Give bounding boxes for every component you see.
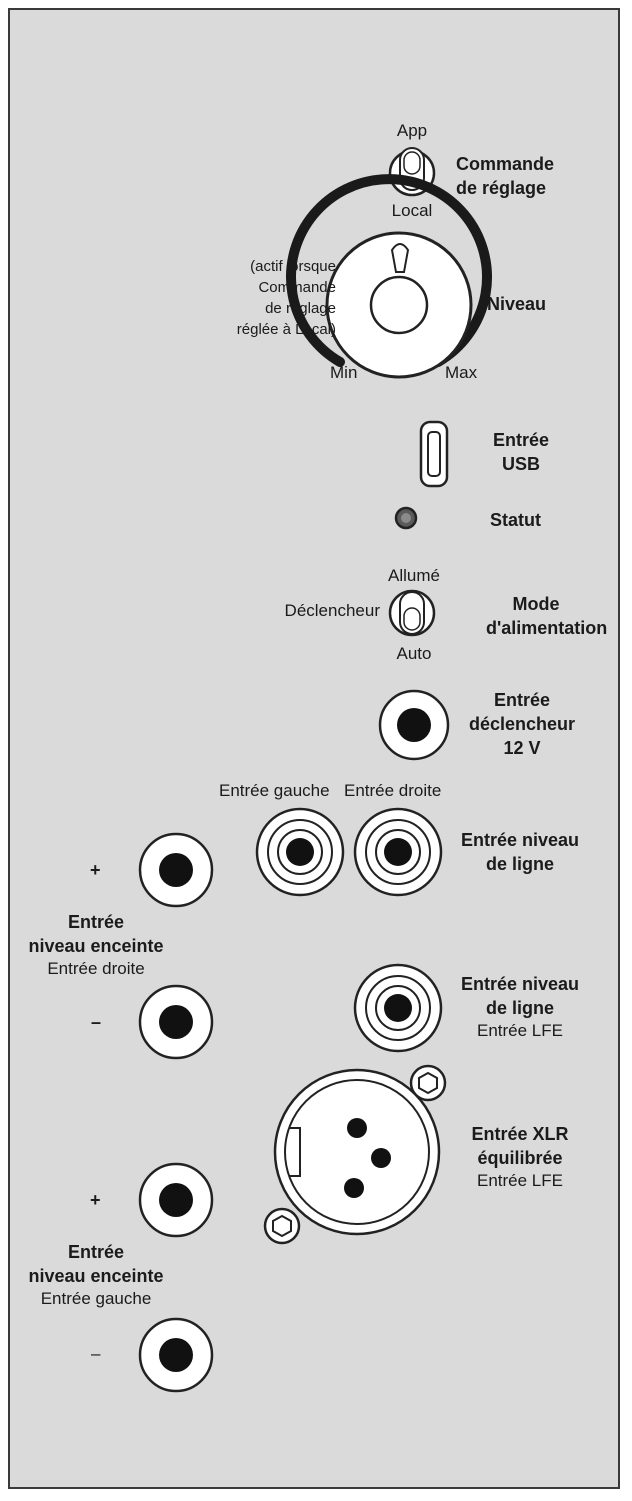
speaker-left-minus-label: –: [91, 1344, 101, 1363]
speaker-right-plus-terminal[interactable]: [138, 832, 214, 908]
line-in-right-label: Entrée droite: [344, 781, 442, 800]
xlr-label: Entrée XLR équilibrée Entrée LFE: [471, 1124, 569, 1190]
speaker-left-plus-terminal[interactable]: [138, 1162, 214, 1238]
speaker-right-label: Entrée niveau enceinte Entrée droite: [28, 912, 164, 978]
line-in-left-label: Entrée gauche: [219, 781, 330, 800]
speaker-right-minus-label: –: [91, 1012, 102, 1032]
lfe-line-label: Entrée niveau de ligne Entrée LFE: [460, 974, 580, 1040]
power-mode-switch[interactable]: [388, 589, 436, 637]
trigger-12v-jack[interactable]: [378, 689, 450, 761]
level-label: Niveau: [487, 294, 547, 314]
usb-port[interactable]: [419, 420, 449, 488]
status-label: Statut: [490, 510, 541, 530]
speaker-right-minus-terminal[interactable]: [138, 984, 214, 1060]
xlr-screw-bottom-icon: [263, 1207, 301, 1245]
rca-lfe-jack[interactable]: [353, 963, 443, 1053]
speaker-left-plus-label: +: [90, 1190, 101, 1210]
power-mode-trigger-label: Déclencheur: [284, 601, 380, 620]
power-mode-on-label: Allumé: [388, 566, 440, 585]
control-mode-label: Commande de réglage: [456, 154, 555, 198]
power-mode-label: Mode d'alimentation: [486, 594, 608, 638]
power-mode-auto-label: Auto: [396, 644, 432, 663]
rear-panel: [8, 8, 620, 1489]
usb-label: Entrée USB: [492, 430, 550, 474]
control-mode-app-label: App: [396, 121, 428, 140]
control-mode-local-label: Local: [391, 201, 433, 220]
speaker-left-minus-terminal[interactable]: [138, 1317, 214, 1393]
level-note: (actif lorsque Commande de réglage réglé…: [236, 258, 336, 338]
speaker-right-plus-label: +: [90, 860, 101, 880]
rca-line-left-jack[interactable]: [255, 807, 345, 897]
xlr-screw-top-icon: [409, 1064, 447, 1102]
trigger-12v-label: Entrée déclencheur 12 V: [468, 690, 576, 758]
level-max-label: Max: [445, 363, 478, 382]
rca-line-right-jack[interactable]: [353, 807, 443, 897]
xlr-balanced-connector[interactable]: [273, 1068, 441, 1236]
status-led: [394, 506, 418, 530]
line-in-label: Entrée niveau de ligne: [460, 830, 580, 874]
level-knob[interactable]: [286, 174, 492, 379]
speaker-left-label: Entrée niveau enceinte Entrée gauche: [28, 1242, 164, 1308]
level-min-label: Min: [330, 363, 358, 382]
